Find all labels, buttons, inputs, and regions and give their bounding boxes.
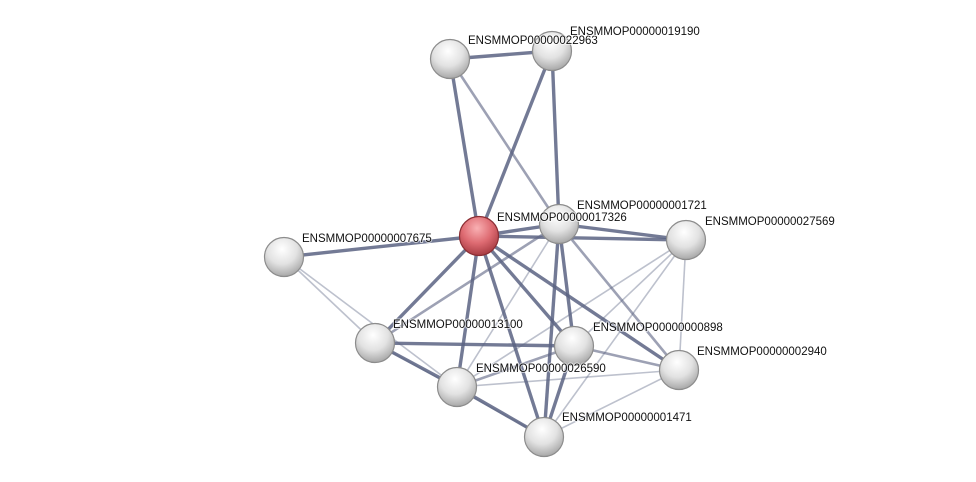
edge-D-E[interactable] bbox=[558, 222, 687, 242]
edge-C-I[interactable] bbox=[478, 234, 680, 372]
protein-node[interactable] bbox=[436, 366, 478, 408]
protein-node[interactable] bbox=[263, 236, 305, 278]
edge-C-F[interactable] bbox=[283, 234, 480, 259]
node-label: ENSMMOP00000027569 bbox=[705, 216, 835, 228]
protein-node[interactable] bbox=[523, 416, 565, 458]
edge-F-G[interactable] bbox=[283, 256, 376, 344]
node-label: ENSMMOP00000000898 bbox=[593, 322, 723, 334]
edge-C-E[interactable] bbox=[478, 234, 687, 242]
edge-D-H[interactable] bbox=[557, 223, 576, 347]
node-label: ENSMMOP00000013100 bbox=[393, 319, 523, 331]
protein-node[interactable] bbox=[429, 38, 471, 80]
node-label: ENSMMOP00000007675 bbox=[302, 233, 432, 245]
node-label: ENSMMOP00000001471 bbox=[562, 412, 692, 424]
edge-C-H[interactable] bbox=[477, 234, 576, 348]
labels-layer: ENSMMOP00000022963ENSMMOP00000019190ENSM… bbox=[301, 25, 836, 425]
edge-D-K[interactable] bbox=[542, 223, 561, 438]
edge-C-J[interactable] bbox=[455, 235, 481, 388]
node-label: ENSMMOP00000017326 bbox=[497, 212, 627, 224]
edge-E-H[interactable] bbox=[573, 239, 687, 347]
protein-node[interactable] bbox=[538, 203, 580, 245]
protein-node[interactable] bbox=[553, 325, 595, 367]
edge-A-D[interactable] bbox=[448, 58, 561, 225]
protein-node[interactable] bbox=[665, 219, 707, 261]
node-label: ENSMMOP00000002940 bbox=[697, 346, 827, 358]
node-label: ENSMMOP00000022963 bbox=[468, 35, 598, 47]
edge-J-H[interactable] bbox=[456, 344, 575, 389]
edge-G-H[interactable] bbox=[374, 341, 575, 348]
node-label: ENSMMOP00000026590 bbox=[476, 363, 606, 375]
node-label: ENSMMOP00000019190 bbox=[570, 26, 700, 38]
edge-D-G[interactable] bbox=[374, 222, 560, 345]
edge-F-J[interactable] bbox=[283, 256, 458, 388]
edge-J-I[interactable] bbox=[456, 369, 680, 388]
query-protein-node[interactable] bbox=[458, 215, 500, 257]
edge-C-G[interactable] bbox=[373, 234, 481, 345]
edge-B-D[interactable] bbox=[550, 50, 561, 225]
edge-B-C[interactable] bbox=[477, 50, 554, 237]
nodes-layer bbox=[263, 30, 707, 458]
edge-D-J[interactable] bbox=[456, 223, 560, 388]
edge-E-K[interactable] bbox=[543, 239, 687, 438]
edge-D-I[interactable] bbox=[557, 223, 681, 371]
edge-A-C[interactable] bbox=[448, 58, 481, 237]
protein-node[interactable] bbox=[658, 349, 700, 391]
edge-E-I[interactable] bbox=[678, 239, 687, 371]
protein-node[interactable] bbox=[354, 322, 396, 364]
edge-E-J[interactable] bbox=[456, 239, 687, 388]
node-label: ENSMMOP00000001721 bbox=[577, 200, 707, 212]
edge-K-I[interactable] bbox=[543, 369, 680, 438]
protein-node[interactable] bbox=[531, 30, 573, 72]
